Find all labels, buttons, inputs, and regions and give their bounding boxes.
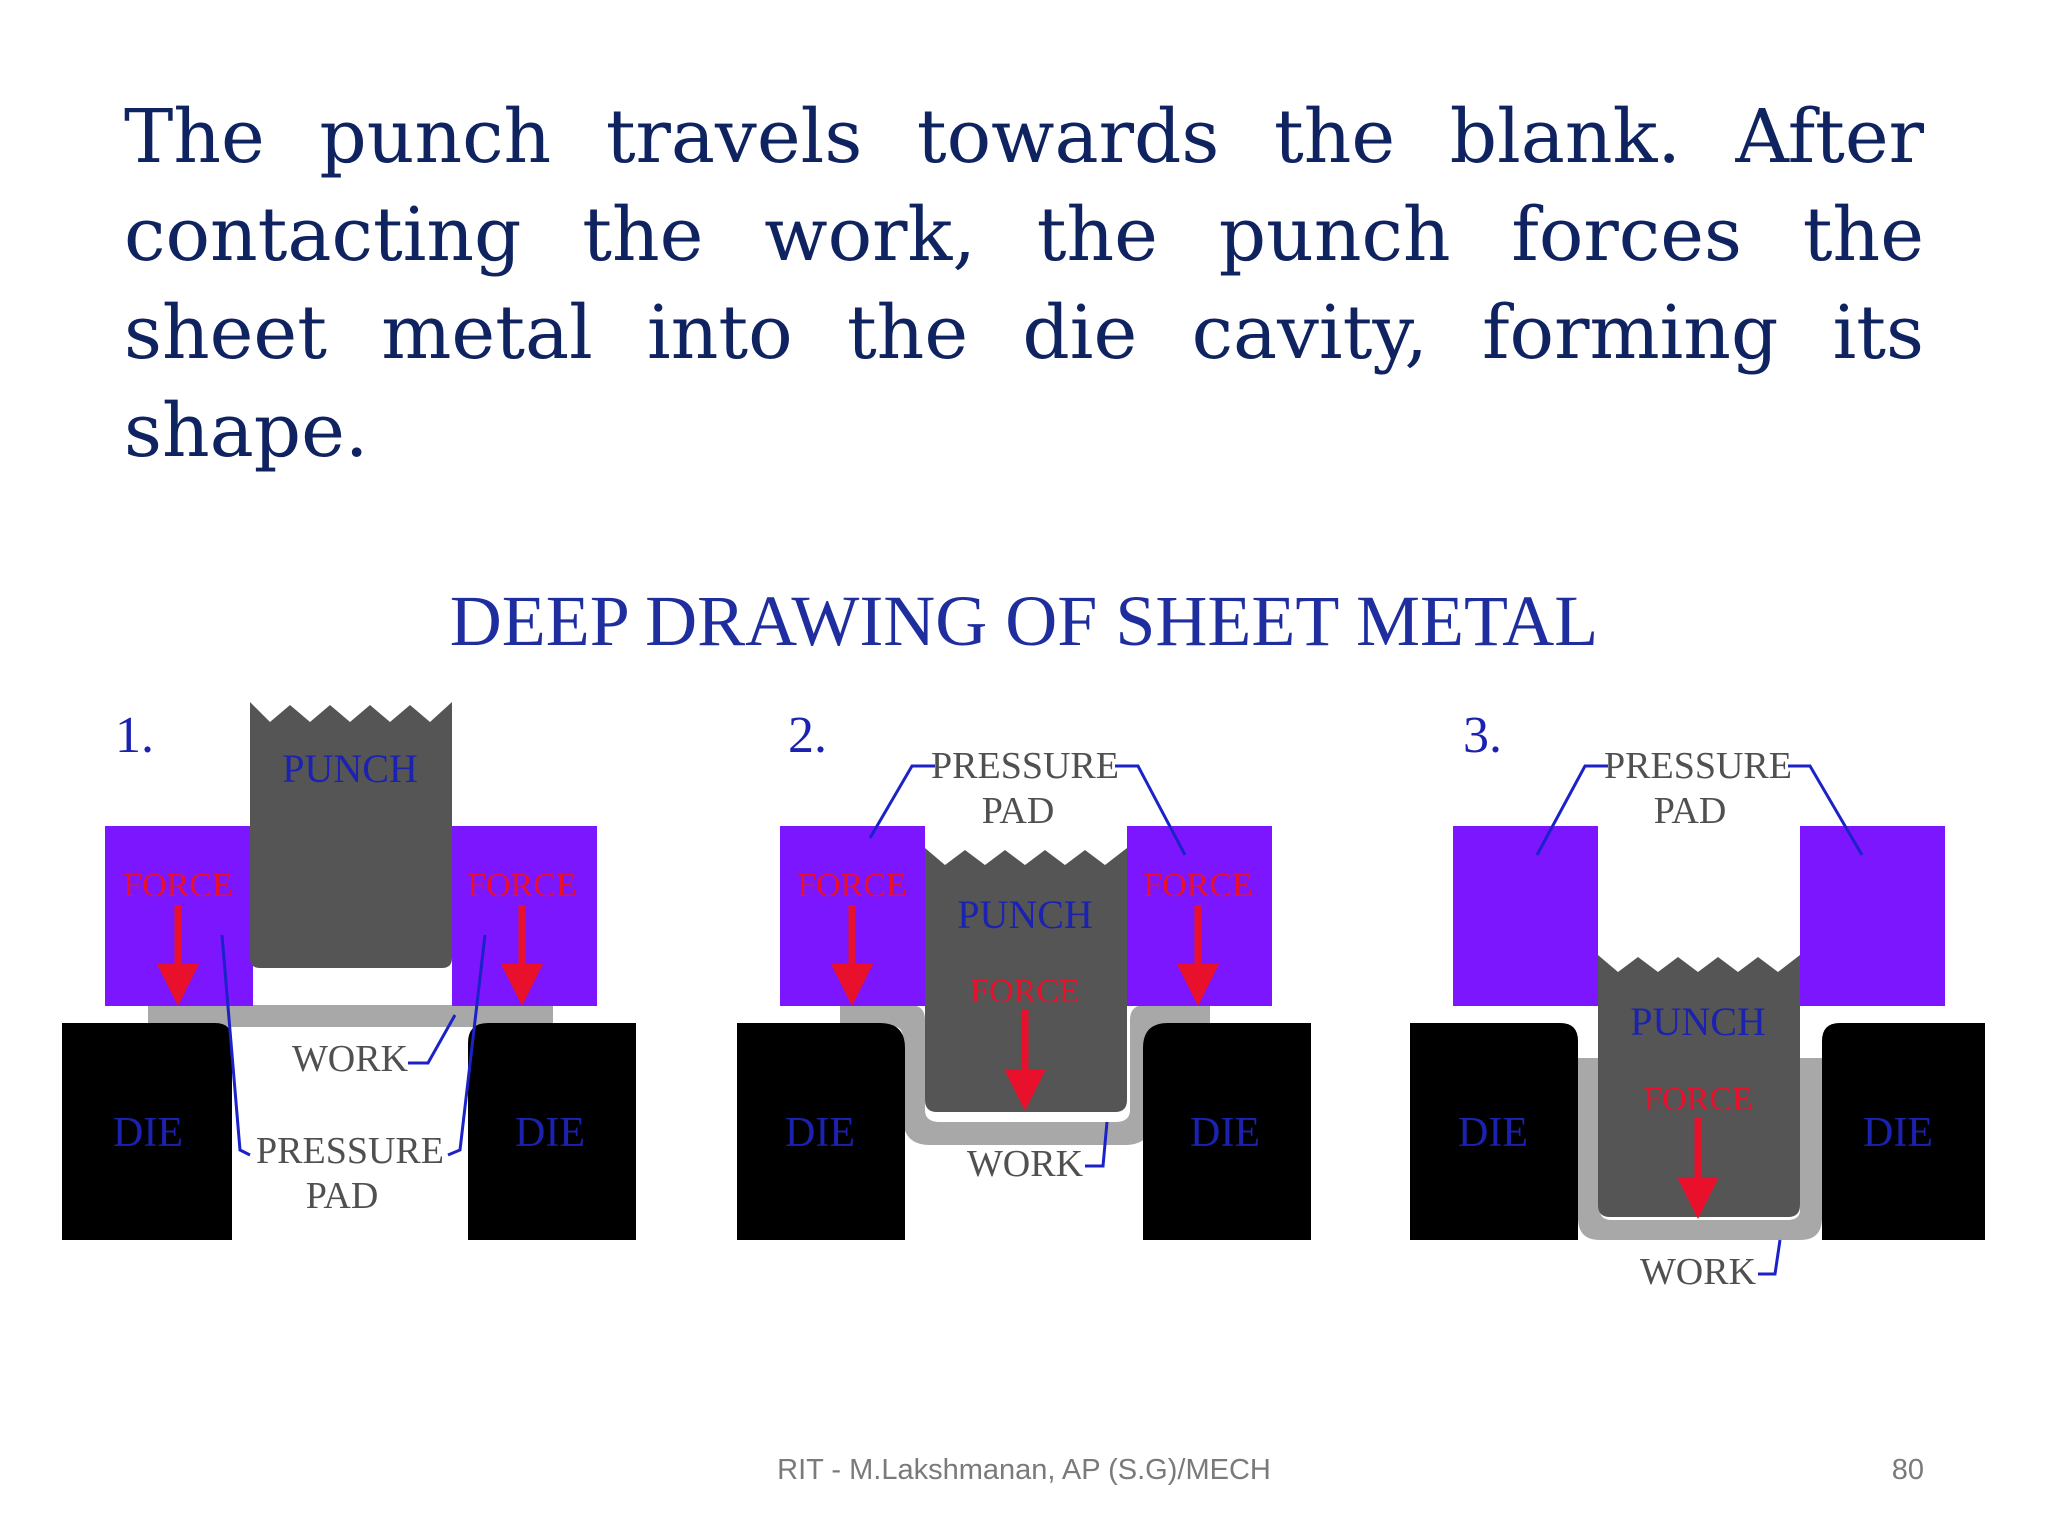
die-right	[468, 1023, 636, 1240]
step-1: 1. PUNCH DIE DIE FORCE FORCE WORK PRESSU…	[62, 702, 636, 1240]
footer-author: RIT - M.Lakshmanan, AP (S.G)/MECH	[777, 1454, 1271, 1486]
force-left-label: FORCE	[123, 867, 233, 904]
die-right	[1822, 1023, 1985, 1240]
slide-body-text: The punch travels towards the blank. Aft…	[124, 94, 1924, 474]
die-left	[1410, 1023, 1578, 1240]
pressure-leader-left	[868, 764, 935, 839]
diagram-title: DEEP DRAWING OF SHEET METAL	[450, 581, 1598, 661]
punch-force-label: FORCE	[970, 973, 1080, 1010]
die-left-label: DIE	[113, 1110, 183, 1156]
work-leader	[1085, 1121, 1109, 1168]
die-left-label: DIE	[785, 1110, 855, 1156]
punch	[925, 848, 1127, 1112]
pressure-pad-label-1: PRESSURE	[1604, 745, 1792, 787]
pressure-leader-right	[1788, 764, 1864, 856]
work-label: WORK	[967, 1143, 1084, 1185]
work-sheet	[840, 1005, 1210, 1145]
pressure-leader-left	[220, 934, 251, 1157]
work-sheet	[1578, 1058, 1822, 1240]
pressure-leader-right	[1115, 764, 1187, 856]
work-leader	[1758, 1239, 1782, 1276]
die-left	[737, 1023, 905, 1240]
punch	[250, 702, 452, 968]
die-right	[1143, 1023, 1311, 1240]
pressure-pad-right	[1800, 826, 1945, 1006]
punch-label: PUNCH	[282, 746, 418, 791]
step-2: 2. PUNCH FORCE DIE DIE FORCE FORCE PRESS…	[737, 707, 1311, 1240]
step-number: 1.	[115, 707, 154, 764]
punch-force-label: FORCE	[1643, 1081, 1753, 1118]
force-right-label: FORCE	[1143, 867, 1253, 904]
die-right-label: DIE	[1863, 1110, 1933, 1156]
die-right-label: DIE	[1190, 1110, 1260, 1156]
pressure-pad-left	[1453, 826, 1598, 1006]
pressure-pad-label-2: PAD	[982, 790, 1055, 832]
die-left-label: DIE	[1458, 1110, 1528, 1156]
step-number: 2.	[788, 707, 827, 764]
page-number: 80	[1891, 1454, 1924, 1486]
die-left	[62, 1023, 232, 1240]
step-3: 3. PUNCH FORCE DIE DIE PRESSURE PAD WORK	[1410, 707, 1985, 1293]
pressure-pad-label-2: PAD	[306, 1175, 379, 1217]
punch-label: PUNCH	[957, 892, 1093, 937]
work-label: WORK	[292, 1038, 409, 1080]
work-leader	[408, 1014, 457, 1065]
pressure-leader-left	[1535, 764, 1608, 856]
force-left-label: FORCE	[797, 867, 907, 904]
pressure-pad-label-1: PRESSURE	[256, 1130, 444, 1172]
punch-label: PUNCH	[1630, 999, 1766, 1044]
force-right-label: FORCE	[467, 867, 577, 904]
pressure-pad-label-2: PAD	[1654, 790, 1727, 832]
pressure-pad-label-1: PRESSURE	[931, 745, 1119, 787]
punch	[1598, 955, 1800, 1217]
work-label: WORK	[1640, 1251, 1757, 1293]
die-right-label: DIE	[515, 1110, 585, 1156]
pressure-leader-right	[447, 934, 487, 1157]
step-number: 3.	[1463, 707, 1502, 764]
